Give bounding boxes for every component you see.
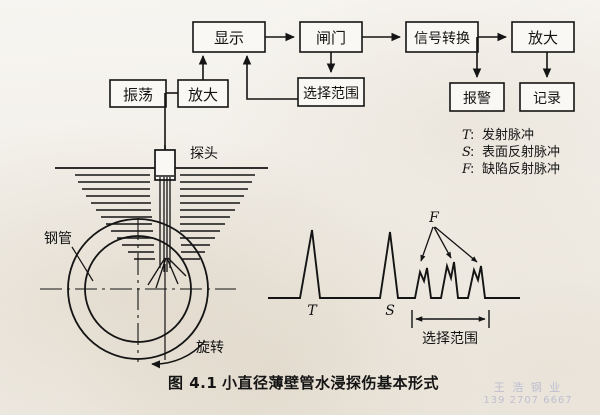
block-box-alarm bbox=[449, 82, 505, 112]
waveform-label-transmit: T bbox=[307, 303, 318, 319]
defect-echo-arrows bbox=[420, 226, 478, 263]
legend-sep-s: : bbox=[470, 145, 474, 160]
ascan-waveform bbox=[268, 226, 520, 328]
block-box-signal-conv bbox=[405, 21, 479, 53]
label-pipe: 钢管 bbox=[44, 231, 72, 247]
figure-caption: 图 4.1 小直径薄壁管水浸探伤基本形式 bbox=[168, 374, 439, 392]
block-diagram bbox=[109, 21, 575, 112]
block-label-display: 显示 bbox=[214, 29, 244, 47]
range-dimension bbox=[411, 310, 490, 328]
block-box-display bbox=[192, 21, 266, 53]
block-label-gate: 闸门 bbox=[316, 29, 346, 47]
block-label-select-range: 选择范围 bbox=[303, 85, 359, 102]
label-probe: 探头 bbox=[190, 146, 218, 162]
pipe-leader-line bbox=[71, 246, 94, 282]
block-box-record bbox=[519, 82, 575, 112]
legend-text-t: 发射脉冲 bbox=[482, 127, 534, 143]
block-label-signal-conv: 信号转换 bbox=[414, 30, 470, 47]
legend: T : 发射脉冲 S : 表面反射脉冲 F : 缺陷反射脉冲 bbox=[461, 127, 560, 177]
waveform-label-surface: S bbox=[385, 303, 395, 319]
legend-sep-t: : bbox=[470, 128, 474, 143]
block-box-oscillator bbox=[109, 79, 167, 108]
block-label-amplifier2: 放大 bbox=[528, 29, 558, 47]
text-layer: 振荡 放大 显示 闸门 选择范围 信号转换 放大 报警 记录 探头 钢管 旋转 … bbox=[44, 29, 561, 392]
block-label-amplifier1: 放大 bbox=[188, 86, 218, 104]
water-hatching bbox=[75, 174, 255, 260]
block-box-select-range bbox=[297, 77, 365, 107]
waveform-trace bbox=[268, 229, 520, 299]
legend-symbol-t: T bbox=[462, 128, 472, 143]
beam-refraction-rays bbox=[147, 257, 187, 289]
legend-symbol-f: F bbox=[461, 162, 472, 177]
immersion-schematic bbox=[55, 145, 268, 360]
waveform-label-range: 选择范围 bbox=[422, 330, 478, 347]
legend-text-s: 表面反射脉冲 bbox=[482, 144, 560, 160]
rotation-arrow bbox=[151, 340, 206, 369]
block-connectors bbox=[164, 32, 552, 150]
pipe-cross-section bbox=[40, 218, 236, 369]
block-label-oscillator: 振荡 bbox=[123, 86, 153, 104]
legend-symbol-s: S bbox=[462, 145, 471, 160]
legend-text-f: 缺陷反射脉冲 bbox=[482, 161, 560, 177]
connector-select-range-display bbox=[242, 55, 298, 100]
caption-text: 小直径薄壁管水浸探伤基本形式 bbox=[222, 374, 439, 392]
waveform-label-defect: F bbox=[428, 210, 440, 226]
block-box-amplifier2 bbox=[511, 21, 575, 53]
label-rotation: 旋转 bbox=[196, 340, 224, 356]
block-label-record: 记录 bbox=[533, 91, 561, 107]
caption-number: 图 4.1 bbox=[168, 374, 217, 392]
block-label-alarm: 报警 bbox=[463, 91, 491, 107]
legend-sep-f: : bbox=[470, 162, 474, 177]
